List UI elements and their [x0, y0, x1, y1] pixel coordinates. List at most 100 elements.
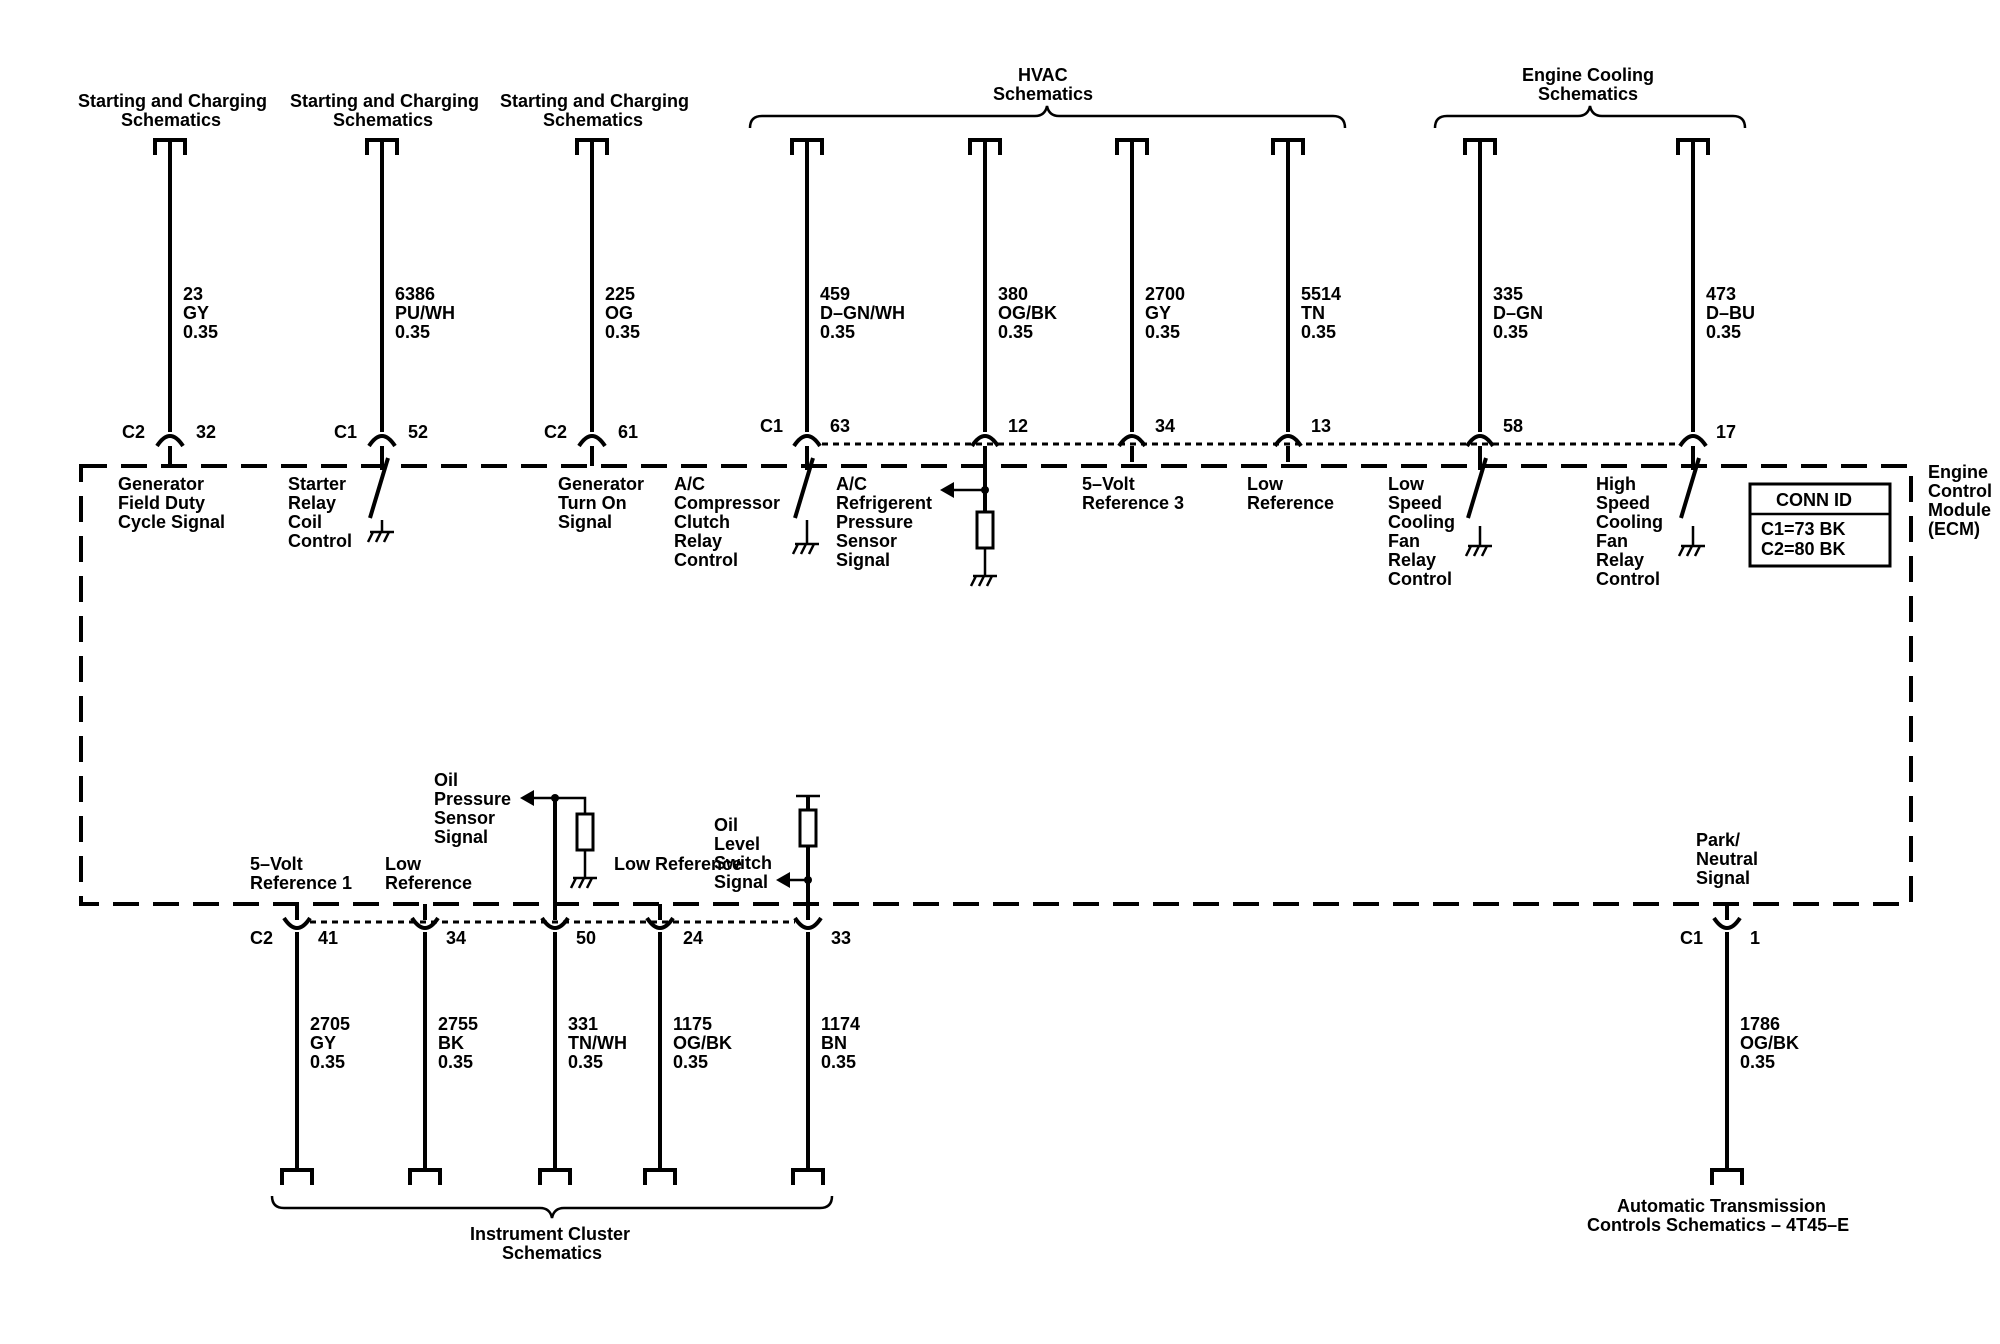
- svg-text:Reference: Reference: [385, 873, 472, 893]
- svg-text:Park/: Park/: [1696, 830, 1740, 850]
- svg-text:2705: 2705: [310, 1014, 350, 1034]
- svg-text:Coil: Coil: [288, 512, 322, 532]
- svg-text:Controls Schematics – 4T45–E: Controls Schematics – 4T45–E: [1587, 1215, 1849, 1235]
- svg-text:473: 473: [1706, 284, 1736, 304]
- svg-text:Reference 1: Reference 1: [250, 873, 352, 893]
- svg-text:52: 52: [408, 422, 428, 442]
- svg-text:BN: BN: [821, 1033, 847, 1053]
- svg-text:61: 61: [618, 422, 638, 442]
- svg-text:34: 34: [446, 928, 466, 948]
- svg-text:C2: C2: [250, 928, 273, 948]
- svg-text:GY: GY: [310, 1033, 336, 1053]
- svg-text:Fan: Fan: [1388, 531, 1420, 551]
- svg-text:58: 58: [1503, 416, 1523, 436]
- svg-text:Sensor: Sensor: [836, 531, 897, 551]
- svg-text:HVAC: HVAC: [1018, 65, 1068, 85]
- svg-text:Field Duty: Field Duty: [118, 493, 205, 513]
- svg-text:34: 34: [1155, 416, 1175, 436]
- svg-text:Starting and Charging: Starting and Charging: [500, 91, 689, 111]
- svg-text:0.35: 0.35: [568, 1052, 603, 1072]
- svg-text:OG/BK: OG/BK: [1740, 1033, 1799, 1053]
- svg-text:63: 63: [830, 416, 850, 436]
- top-wire-7: 5514 TN 0.35 13 Low Reference: [1247, 138, 1341, 513]
- top-destination-2: Starting and Charging Schematics: [290, 91, 479, 130]
- svg-text:0.35: 0.35: [310, 1052, 345, 1072]
- svg-text:Cycle Signal: Cycle Signal: [118, 512, 225, 532]
- conn-id-box: CONN ID C1=73 BK C2=80 BK: [1748, 482, 1892, 568]
- svg-text:Switch: Switch: [714, 853, 772, 873]
- svg-text:Signal: Signal: [714, 872, 768, 892]
- top-wire-1: 23 GY 0.35 C2 32 Generator Field Duty Cy…: [118, 138, 225, 532]
- svg-text:Low: Low: [1388, 474, 1425, 494]
- svg-text:12: 12: [1008, 416, 1028, 436]
- svg-text:Generator: Generator: [118, 474, 204, 494]
- top-wire-9: 473 D–BU 0.35 17 High Speed Cooling Fan …: [1596, 138, 1755, 589]
- svg-text:PU/WH: PU/WH: [395, 303, 455, 323]
- svg-text:2755: 2755: [438, 1014, 478, 1034]
- svg-text:Control: Control: [674, 550, 738, 570]
- svg-text:Control: Control: [1596, 569, 1660, 589]
- svg-text:Speed: Speed: [1388, 493, 1442, 513]
- svg-text:13: 13: [1311, 416, 1331, 436]
- svg-text:Control: Control: [1388, 569, 1452, 589]
- svg-text:C2: C2: [122, 422, 145, 442]
- svg-text:1: 1: [1750, 928, 1760, 948]
- svg-text:32: 32: [196, 422, 216, 442]
- svg-text:Starter: Starter: [288, 474, 346, 494]
- hvac-brace: [748, 105, 1347, 129]
- svg-text:Schematics: Schematics: [543, 110, 643, 130]
- svg-text:41: 41: [318, 928, 338, 948]
- instrument-cluster-group-label: Instrument Cluster Schematics: [470, 1224, 630, 1263]
- ecm-label: Engine Control Module (ECM): [1928, 462, 1992, 539]
- svg-text:Generator: Generator: [558, 474, 644, 494]
- hvac-group-label: HVAC Schematics: [993, 65, 1093, 104]
- svg-text:225: 225: [605, 284, 635, 304]
- svg-text:1786: 1786: [1740, 1014, 1780, 1034]
- bottom-wire-1: 2705 GY 0.35 C2 41 5–Volt Reference 1: [250, 854, 352, 1185]
- svg-text:Sensor: Sensor: [434, 808, 495, 828]
- svg-text:Control: Control: [1928, 481, 1992, 501]
- svg-text:0.35: 0.35: [1493, 322, 1528, 342]
- top-wire-5: 380 OG/BK 0.35 12 A/C Refrigerent Pressu…: [836, 138, 1057, 587]
- svg-text:GY: GY: [183, 303, 209, 323]
- svg-text:Low: Low: [1247, 474, 1284, 494]
- top-wire-8: 335 D–GN 0.35 58 Low Speed Cooling Fan R…: [1388, 138, 1543, 589]
- svg-text:331: 331: [568, 1014, 598, 1034]
- svg-text:5–Volt: 5–Volt: [250, 854, 303, 874]
- top-wire-3: 225 OG 0.35 C2 61 Generator Turn On Sign…: [544, 138, 644, 532]
- svg-text:Starting and Charging: Starting and Charging: [290, 91, 479, 111]
- top-destination-1: Starting and Charging Schematics: [78, 91, 267, 130]
- svg-text:Turn On: Turn On: [558, 493, 627, 513]
- svg-text:Signal: Signal: [558, 512, 612, 532]
- svg-text:Level: Level: [714, 834, 760, 854]
- svg-text:5514: 5514: [1301, 284, 1341, 304]
- svg-text:0.35: 0.35: [820, 322, 855, 342]
- instrument-cluster-brace: [270, 1195, 834, 1219]
- svg-text:0.35: 0.35: [183, 322, 218, 342]
- svg-text:Oil: Oil: [714, 815, 738, 835]
- svg-text:0.35: 0.35: [821, 1052, 856, 1072]
- svg-text:Low: Low: [385, 854, 422, 874]
- svg-text:0.35: 0.35: [1706, 322, 1741, 342]
- svg-text:Reference 3: Reference 3: [1082, 493, 1184, 513]
- svg-text:Clutch: Clutch: [674, 512, 730, 532]
- top-wire-2: 6386 PU/WH 0.35 C1 52 Starter Relay Coil…: [288, 138, 455, 551]
- svg-text:Schematics: Schematics: [1538, 84, 1638, 104]
- bottom-wire-2: 2755 BK 0.35 34 Low Reference: [385, 854, 478, 1185]
- svg-text:Relay: Relay: [674, 531, 722, 551]
- svg-text:Pressure: Pressure: [836, 512, 913, 532]
- top-wire-4: 459 D–GN/WH 0.35 C1 63 A/C Compressor Cl…: [674, 138, 905, 570]
- svg-text:C1: C1: [334, 422, 357, 442]
- svg-text:Relay: Relay: [288, 493, 336, 513]
- svg-text:0.35: 0.35: [673, 1052, 708, 1072]
- svg-text:Module: Module: [1928, 500, 1991, 520]
- svg-text:Signal: Signal: [1696, 868, 1750, 888]
- svg-text:High: High: [1596, 474, 1636, 494]
- svg-text:C2: C2: [544, 422, 567, 442]
- svg-text:Pressure: Pressure: [434, 789, 511, 809]
- bottom-destination: Automatic Transmission Controls Schemati…: [1587, 1196, 1849, 1235]
- svg-text:C1: C1: [760, 416, 783, 436]
- svg-text:C1: C1: [1680, 928, 1703, 948]
- svg-text:6386: 6386: [395, 284, 435, 304]
- svg-text:0.35: 0.35: [1740, 1052, 1775, 1072]
